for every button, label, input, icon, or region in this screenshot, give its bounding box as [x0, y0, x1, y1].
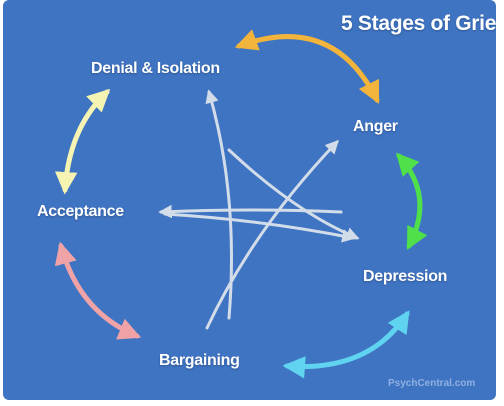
- arrow-bargaining-to-anger: [205, 140, 339, 330]
- stage-anger: Anger: [353, 118, 398, 135]
- star-arrows: [158, 89, 360, 330]
- diagram-background: 5 Stages of Grief Denial & Isolation Ang…: [3, 0, 496, 400]
- cycle-arrows: [54, 29, 428, 379]
- arrow-acceptance-denial: [54, 88, 111, 195]
- arrow-denial-anger: [234, 29, 380, 105]
- arrow-center-to-acceptance: [158, 204, 343, 219]
- stage-acceptance: Acceptance: [37, 203, 124, 220]
- arrow-acceptance-to-depression: [163, 212, 356, 243]
- stage-bargaining: Bargaining: [159, 352, 240, 369]
- diagram-title: 5 Stages of Grief: [341, 12, 496, 35]
- arrow-bargaining-acceptance: [54, 241, 142, 340]
- arrow-anger-depression: [395, 152, 428, 250]
- stage-denial-isolation: Denial & Isolation: [91, 60, 220, 77]
- watermark-text: PsychCentral.com: [388, 378, 476, 389]
- arrow-bargaining-to-denial: [205, 89, 233, 320]
- arrow-depression-bargaining: [282, 310, 410, 379]
- arrow-layer: [3, 0, 496, 400]
- stage-depression: Depression: [363, 268, 448, 285]
